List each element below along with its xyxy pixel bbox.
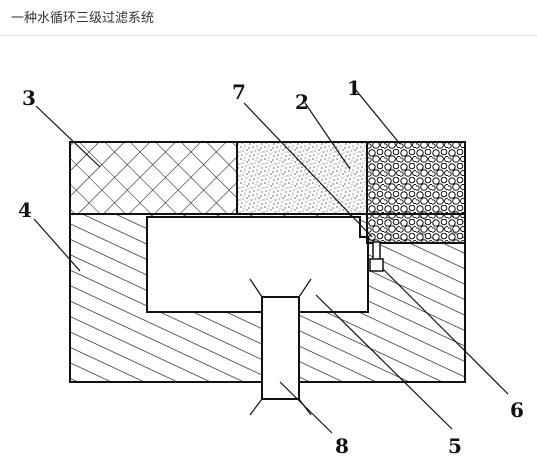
diagram-svg: 1 2 3 4 5 6 7 8	[18, 76, 524, 458]
label-8: 8	[335, 434, 349, 455]
leader-line-5	[315, 294, 453, 430]
page-title: 一种水循环三级过滤系统	[11, 11, 155, 26]
title-bar: 一种水循环三级过滤系统	[0, 0, 537, 36]
label-4: 4	[18, 198, 32, 222]
leader-line-2	[304, 102, 351, 170]
water-cavity	[146, 216, 369, 313]
filter-layer-1	[366, 141, 466, 244]
outlet-pipe	[261, 296, 300, 400]
filtration-diagram: 1 2 3 4 5 6 7 8	[0, 37, 537, 458]
leader-line-3	[35, 105, 101, 168]
leader-line-8	[279, 381, 333, 434]
leader-line-6	[382, 268, 509, 395]
label-3: 3	[22, 86, 36, 110]
outlet-spray-line	[249, 398, 263, 416]
leader-line-7	[243, 102, 373, 238]
drain-nozzle	[369, 258, 384, 272]
filter-layer-3	[69, 141, 238, 215]
top-outline	[69, 141, 466, 215]
label-6: 6	[510, 398, 524, 422]
outlet-spray-line	[298, 278, 312, 298]
outlet-spray-line	[249, 278, 263, 298]
filter-layer-2	[236, 141, 368, 215]
label-7: 7	[232, 80, 246, 104]
leader-line-4	[33, 218, 81, 272]
label-2: 2	[295, 90, 309, 114]
label-1: 1	[347, 76, 361, 100]
leader-line-1	[354, 88, 401, 145]
label-5: 5	[448, 434, 462, 455]
